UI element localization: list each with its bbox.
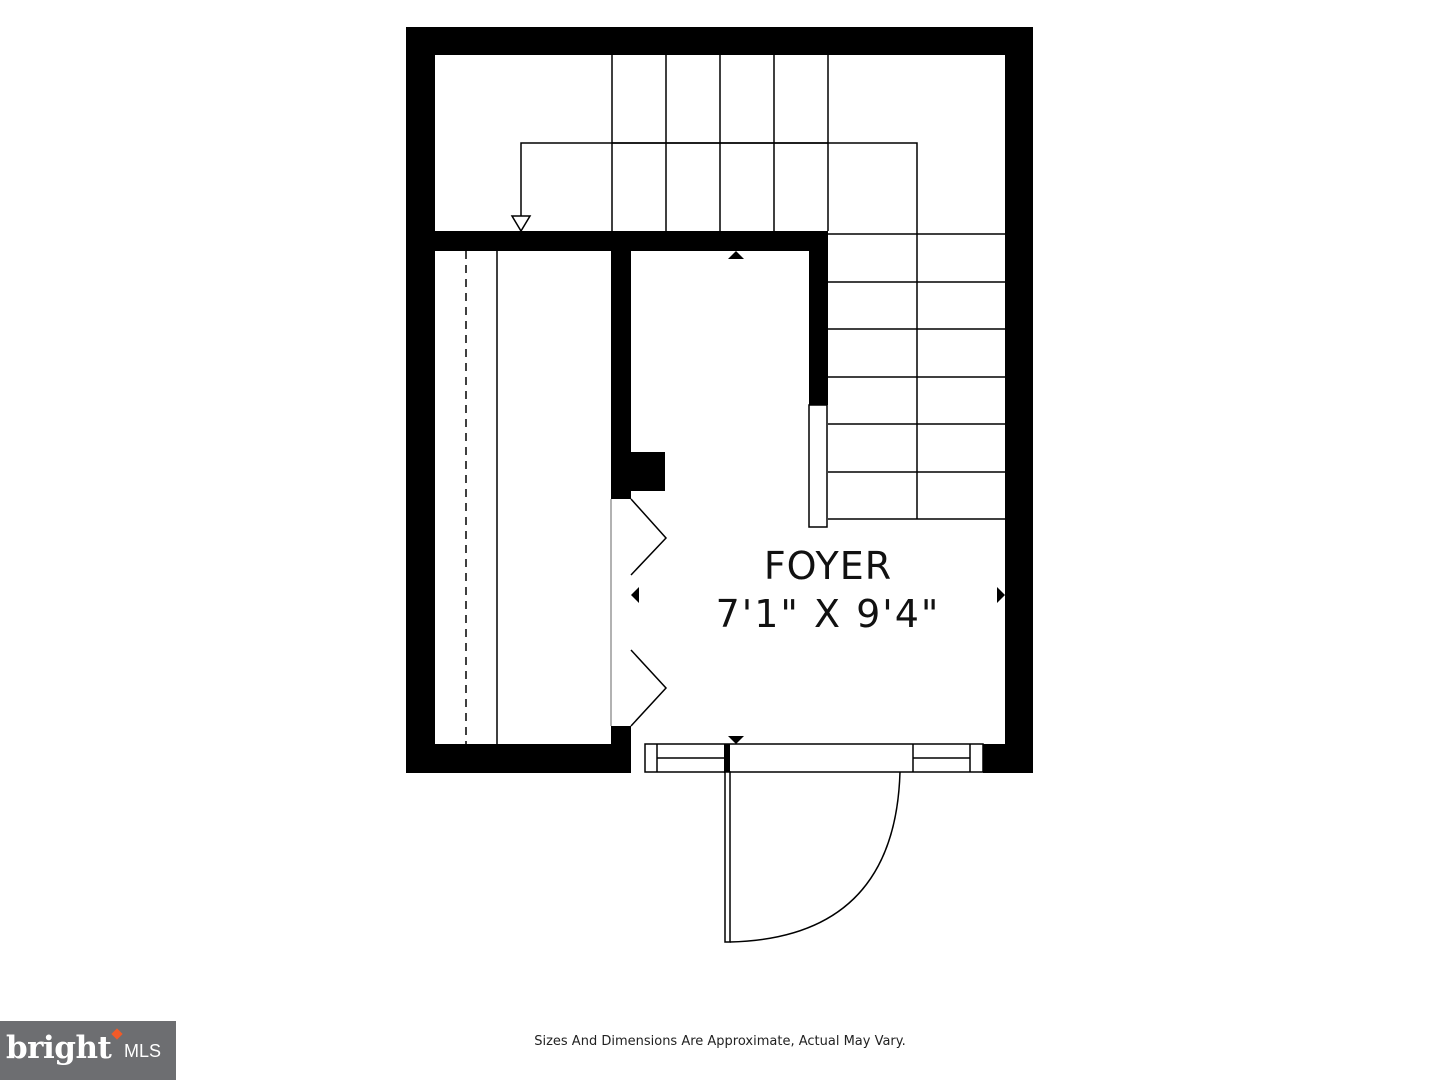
exterior-walls bbox=[406, 27, 1033, 773]
logo-word: bright bbox=[6, 1030, 112, 1066]
dimension-markers bbox=[631, 251, 1005, 744]
wall-bottom-right bbox=[983, 744, 1033, 773]
wall-bottom-left bbox=[406, 744, 631, 773]
entry-sill bbox=[644, 743, 984, 773]
stair-direction-arrow bbox=[510, 142, 918, 234]
wall-closet-stub bbox=[611, 452, 665, 491]
door-hinge-block bbox=[724, 744, 730, 773]
wall-right bbox=[1005, 27, 1033, 773]
stair-railing bbox=[808, 404, 828, 528]
wall-closet-upper bbox=[611, 231, 631, 499]
bright-mls-logo: bright MLS bbox=[0, 1021, 176, 1080]
interior-walls bbox=[406, 231, 828, 746]
room-dimensions: 7'1" X 9'4" bbox=[715, 592, 941, 636]
logo-suffix: MLS bbox=[124, 1041, 162, 1061]
closet-rod bbox=[465, 251, 498, 744]
wall-closet-lower bbox=[611, 726, 631, 746]
wall-left bbox=[406, 27, 435, 773]
right-stairs bbox=[828, 233, 1005, 520]
room-name: FOYER bbox=[763, 544, 893, 588]
wall-top bbox=[406, 27, 1033, 55]
logo-dot-icon bbox=[111, 1028, 123, 1040]
bifold-door bbox=[610, 498, 668, 727]
entry-door bbox=[724, 771, 901, 943]
disclaimer-text: Sizes And Dimensions Are Approximate, Ac… bbox=[534, 1034, 906, 1049]
wall-stair-side bbox=[809, 231, 828, 405]
floor-plan bbox=[406, 27, 1033, 943]
